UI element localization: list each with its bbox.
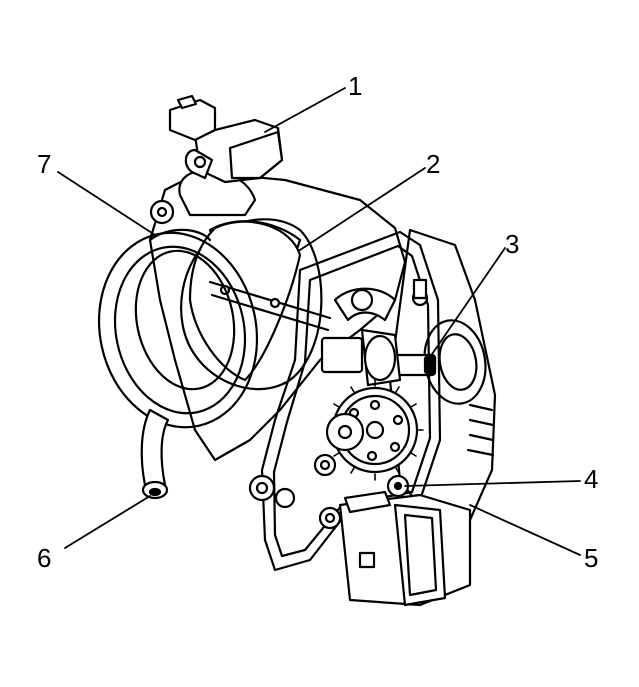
leader-7 bbox=[57, 171, 156, 236]
tps-sensor-face bbox=[228, 130, 284, 180]
throttle-shaft bbox=[208, 280, 332, 320]
motor-fins bbox=[466, 403, 495, 457]
inlet-flange-inner bbox=[113, 245, 247, 415]
coolant-hose-bore bbox=[148, 487, 162, 497]
tps-screw bbox=[193, 155, 207, 169]
pinion-gear bbox=[386, 474, 410, 498]
callout-5: 5 bbox=[584, 543, 599, 573]
throttle-plate-disc bbox=[188, 220, 302, 382]
inlet-flange-side bbox=[148, 228, 212, 242]
bracket-left bbox=[320, 336, 364, 374]
gear-cover-gasket-inner bbox=[272, 244, 432, 558]
bolt-left-outer-center bbox=[255, 481, 269, 495]
motor-connector-shroud-inner bbox=[403, 513, 438, 597]
callout-3: 3 bbox=[505, 229, 520, 259]
callout-2: 2 bbox=[426, 149, 441, 179]
throttle-shaft-lower bbox=[210, 293, 330, 332]
stud-top-right-post bbox=[412, 278, 428, 300]
tps-connector-latch bbox=[176, 94, 198, 110]
intermediate-gear bbox=[325, 412, 365, 452]
motor-end-cap-inner bbox=[438, 333, 478, 391]
callout-1: 1 bbox=[348, 71, 363, 101]
motor-shaft-tip bbox=[423, 355, 437, 375]
mount-lug-bottom bbox=[274, 487, 296, 509]
bolt-left-lower-center bbox=[324, 512, 336, 524]
bolt-left-mid-center bbox=[319, 459, 331, 471]
leader-2 bbox=[299, 167, 426, 251]
coolant-hose bbox=[140, 408, 170, 487]
callout-4: 4 bbox=[584, 464, 599, 494]
tps-connector bbox=[168, 98, 217, 142]
leader-lines bbox=[57, 87, 581, 556]
leader-6 bbox=[64, 495, 151, 549]
leader-4 bbox=[404, 480, 581, 487]
gear-cover-gasket bbox=[260, 230, 442, 572]
leader-1 bbox=[264, 87, 346, 133]
mounting-lug-top-hole bbox=[156, 206, 168, 218]
motor-connector-shroud bbox=[393, 503, 447, 607]
throttle-shaft-end bbox=[350, 288, 374, 312]
plate-screw-2 bbox=[269, 297, 281, 309]
connector-latch bbox=[343, 490, 392, 514]
leader-5 bbox=[469, 504, 581, 556]
inlet-flange-lip bbox=[134, 249, 236, 391]
leader-3 bbox=[427, 247, 506, 361]
connector-tab bbox=[358, 551, 376, 569]
callout-6: 6 bbox=[37, 543, 52, 573]
callout-7: 7 bbox=[37, 149, 52, 179]
shaft-nut bbox=[363, 334, 397, 382]
